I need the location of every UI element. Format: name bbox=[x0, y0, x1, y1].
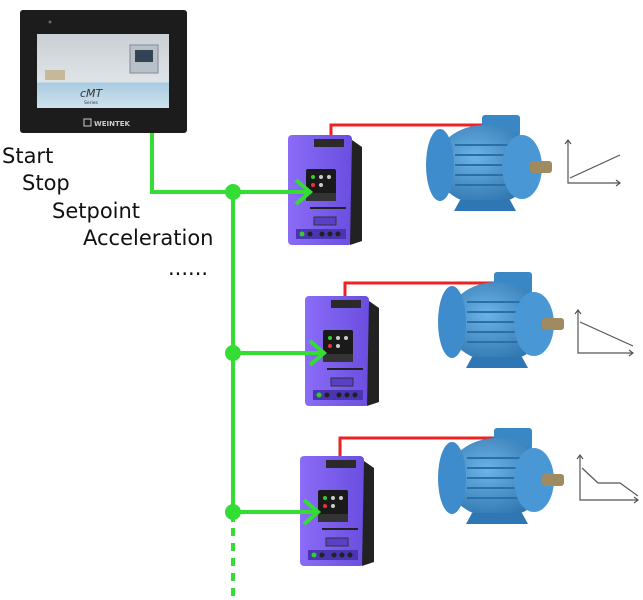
profile-line-ramp-down bbox=[579, 321, 634, 347]
hmi-brand: WEINTEK bbox=[94, 120, 131, 128]
bus-trunk-hmi bbox=[150, 133, 310, 194]
signal-label-start: Start bbox=[2, 144, 53, 168]
motor-1 bbox=[425, 114, 553, 212]
power-cable-2 bbox=[343, 281, 503, 297]
hmi-screen-subtitle: Series bbox=[84, 100, 98, 106]
signal-label-setpoint: Setpoint bbox=[52, 199, 140, 223]
arrow-icon bbox=[302, 498, 322, 526]
bus-node-2 bbox=[225, 345, 241, 361]
bus-node-1 bbox=[225, 184, 241, 200]
speed-profile-graph-2 bbox=[574, 309, 634, 357]
signal-label-stop: Stop bbox=[22, 171, 70, 195]
power-cable-3 bbox=[338, 436, 505, 457]
weintek-logo-icon bbox=[83, 118, 92, 127]
hmi-screen-title: cMT bbox=[80, 87, 104, 100]
motor-3 bbox=[437, 427, 565, 525]
power-cables bbox=[329, 123, 505, 457]
power-cable-1 bbox=[329, 123, 490, 137]
profile-line-ramp-up bbox=[569, 154, 621, 179]
arrow-icon bbox=[294, 178, 314, 206]
signal-label-more: ...... bbox=[168, 256, 208, 280]
speed-profile-graph-1 bbox=[564, 139, 621, 187]
hmi-panel: cMT Series WEINTEK bbox=[20, 10, 187, 133]
profile-line-stepped bbox=[581, 467, 639, 497]
communication-bus bbox=[150, 133, 328, 600]
bus-node-3 bbox=[225, 504, 241, 520]
signal-label-acceleration: Acceleration bbox=[83, 226, 214, 250]
speed-profile-graph-3 bbox=[576, 454, 639, 504]
arrow-icon bbox=[308, 339, 328, 367]
motor-2 bbox=[437, 271, 565, 369]
